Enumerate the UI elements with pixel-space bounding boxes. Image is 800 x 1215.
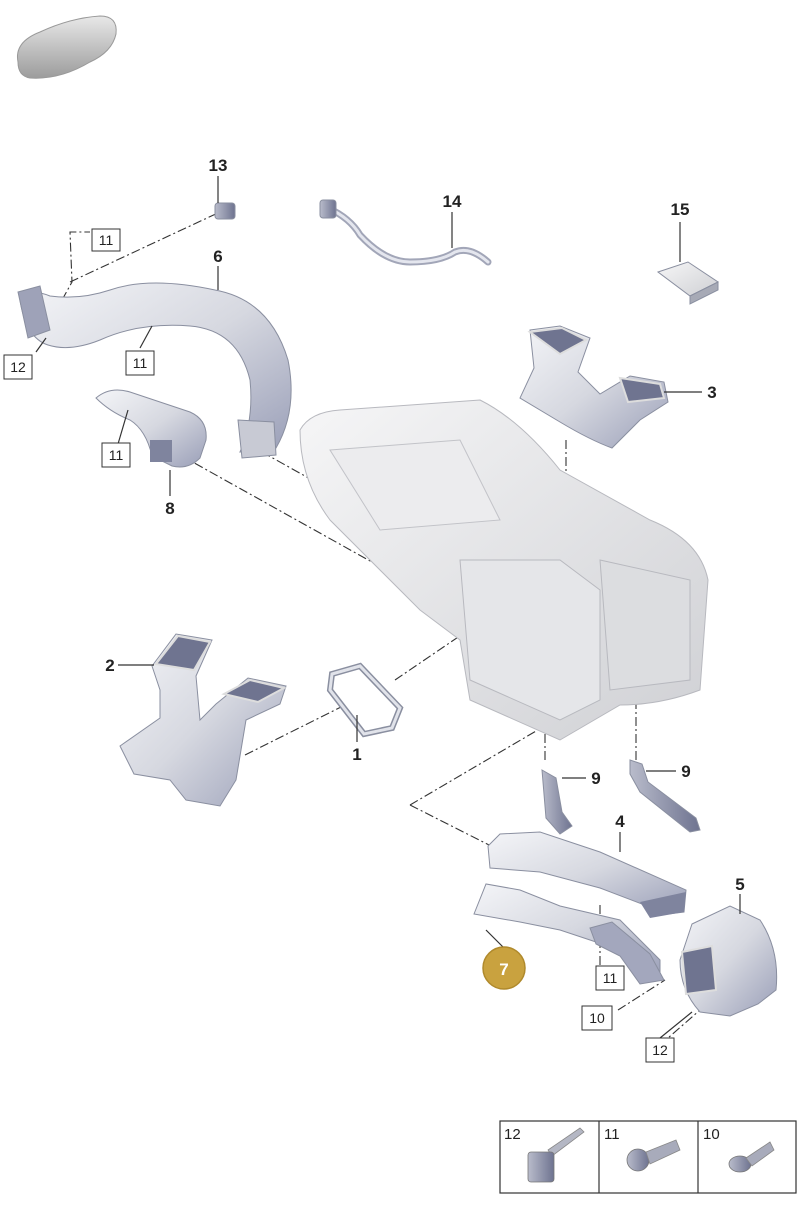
boxed-labels: 11 12 11 11 11 10 12 <box>3 228 675 1063</box>
boxed-label-12-left[interactable]: 12 <box>3 354 33 380</box>
svg-text:10: 10 <box>589 1010 605 1026</box>
callout-6[interactable]: 6 <box>213 247 222 266</box>
bolt-with-washer-icon <box>728 1141 775 1173</box>
clip-fastener-icon <box>527 1127 585 1183</box>
boxed-label-11-top-left[interactable]: 11 <box>91 228 121 252</box>
part-13-clip[interactable] <box>214 202 236 220</box>
boxed-label-12-lower[interactable]: 12 <box>645 1037 675 1063</box>
svg-text:11: 11 <box>133 355 148 371</box>
part-3-duct[interactable] <box>519 325 669 449</box>
svg-text:12: 12 <box>10 359 26 375</box>
svg-text:11: 11 <box>109 447 124 463</box>
callout-14[interactable]: 14 <box>443 192 462 211</box>
callout-9-left[interactable]: 9 <box>591 769 600 788</box>
part-15-module[interactable] <box>656 261 719 305</box>
boxed-label-10-lower[interactable]: 10 <box>581 1005 613 1031</box>
callout-9-right[interactable]: 9 <box>681 762 690 781</box>
part-5-vent[interactable] <box>679 905 778 1017</box>
callout-5[interactable]: 5 <box>735 875 744 894</box>
legend-item-12[interactable]: 12 <box>504 1126 585 1183</box>
callout-7-highlight[interactable]: 7 <box>482 946 526 990</box>
leader-lines <box>35 176 741 1039</box>
part-1-seal[interactable] <box>326 662 404 738</box>
part-2-duct[interactable] <box>119 633 287 807</box>
part-8-duct[interactable] <box>95 389 207 468</box>
part-4-duct[interactable] <box>487 831 687 918</box>
boxed-label-11-duct[interactable]: 11 <box>125 350 155 376</box>
callout-15[interactable]: 15 <box>671 200 690 219</box>
legend-item-11[interactable]: 11 <box>604 1126 681 1172</box>
part-7-duct[interactable] <box>473 883 665 985</box>
part-6-duct[interactable] <box>17 282 292 459</box>
part-14-hose[interactable] <box>319 199 492 266</box>
callout-4[interactable]: 4 <box>615 812 625 831</box>
callout-1[interactable]: 1 <box>352 745 361 764</box>
legend-item-10[interactable]: 10 <box>703 1126 775 1173</box>
callout-2[interactable]: 2 <box>105 656 114 675</box>
screw-icon <box>626 1139 681 1172</box>
car-silhouette-icon <box>16 15 117 79</box>
part-9-left-bracket[interactable] <box>541 769 573 835</box>
svg-text:11: 11 <box>604 1126 620 1143</box>
part-9-right-bracket[interactable] <box>629 759 701 833</box>
svg-text:12: 12 <box>504 1126 521 1143</box>
svg-text:12: 12 <box>652 1042 668 1058</box>
callout-8[interactable]: 8 <box>165 499 174 518</box>
fastener-legend: 12 11 10 <box>499 1120 797 1194</box>
boxed-label-11-lower[interactable]: 11 <box>595 965 625 991</box>
svg-text:11: 11 <box>603 970 618 986</box>
hvac-unit[interactable] <box>299 399 709 741</box>
callout-3[interactable]: 3 <box>707 383 716 402</box>
boxed-label-11-bracket[interactable]: 11 <box>101 442 131 468</box>
callout-numbers: 13 14 15 6 3 8 2 1 9 9 4 5 <box>105 156 744 894</box>
svg-text:10: 10 <box>703 1126 720 1143</box>
callout-13[interactable]: 13 <box>209 156 228 175</box>
callout-7[interactable]: 7 <box>499 960 508 979</box>
svg-text:11: 11 <box>99 232 114 248</box>
